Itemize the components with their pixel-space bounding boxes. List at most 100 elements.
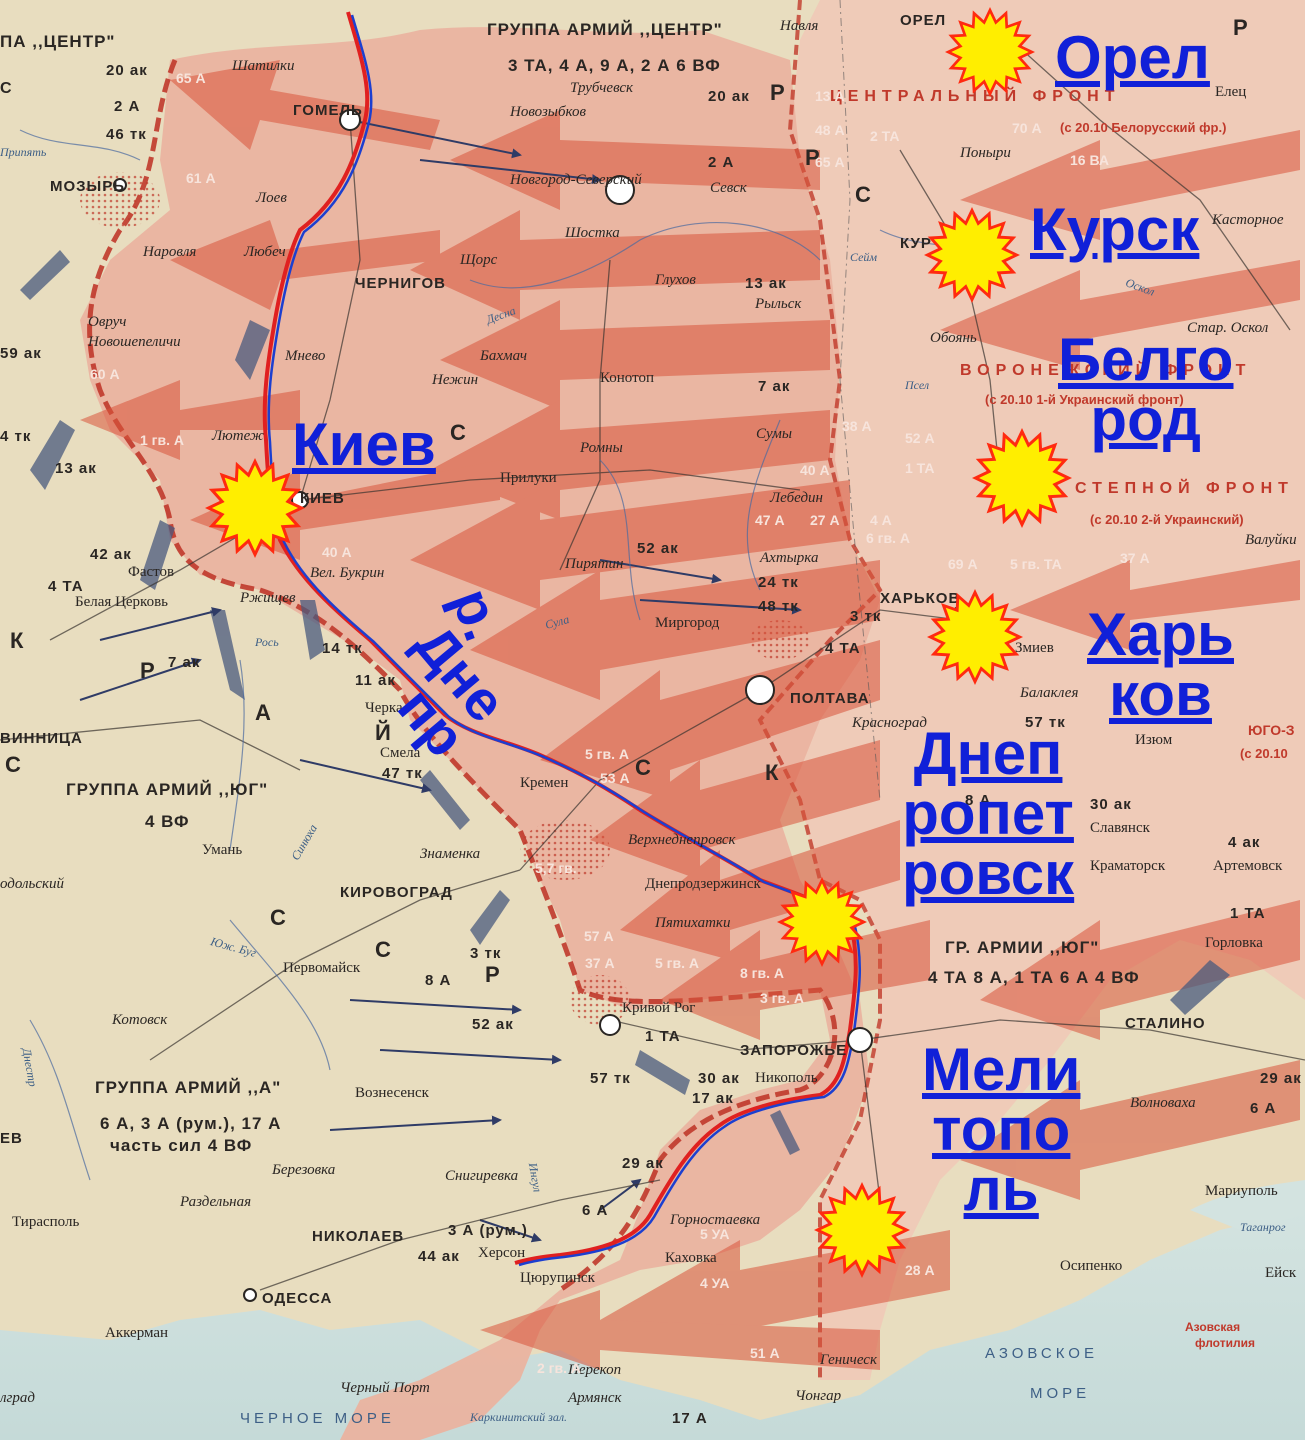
unit-label: 52 ак	[472, 1016, 514, 1033]
town: Кремен	[520, 775, 569, 791]
soviet-army-label: 57 А	[584, 928, 614, 944]
town: Пирятин	[565, 556, 624, 572]
soviet-army-label: 69 А	[948, 556, 978, 572]
soviet-army-label: 51 А	[750, 1345, 780, 1361]
soviet-army-label: 40 А	[800, 462, 830, 478]
group-a-armies-2: часть сил 4 ВФ	[110, 1136, 253, 1155]
front-letter: Р	[485, 962, 501, 987]
town: Миргород	[655, 615, 720, 631]
front-letter: С	[270, 905, 287, 930]
town: Конотоп	[600, 370, 654, 386]
soviet-army-label: 1 гв. А	[140, 432, 185, 448]
unit-label: 57 тк	[590, 1070, 631, 1087]
soviet-army-label: 65 А	[176, 70, 206, 86]
front-letter: К	[765, 760, 780, 785]
town: Прилуки	[500, 470, 557, 486]
steppe-front-label: СТЕПНОЙ ФРОНТ	[1075, 480, 1294, 497]
town: Фастов	[128, 564, 175, 580]
dnepropetrovsk-link-line-2: ропет	[902, 780, 1074, 847]
front-line-west	[87, 59, 838, 1293]
kiev-link[interactable]: Киев	[292, 415, 436, 475]
kharkov-link[interactable]: Харь ков	[1087, 605, 1234, 725]
unit-label: 46 тк	[106, 126, 147, 143]
melitopol-link-line-1: Мели	[922, 1036, 1081, 1103]
town: лград	[0, 1390, 35, 1406]
front-letter: Й	[375, 720, 392, 745]
town: Лоев	[256, 190, 287, 206]
river-label: Припять	[0, 145, 47, 159]
dnepropetrovsk-link-line-1: Днеп	[913, 720, 1063, 787]
town: Вознесенск	[355, 1085, 429, 1101]
soviet-army-label: 40 А	[322, 544, 352, 560]
dnepropetrovsk-link[interactable]: Днеп ропет ровск	[902, 724, 1074, 904]
kharkov-marker-core	[933, 595, 1017, 679]
soviet-army-label: 5,7 гв.	[535, 860, 577, 876]
soviet-army-label: 47 А	[755, 512, 785, 528]
town: одольский	[0, 876, 65, 892]
town: Овруч	[88, 314, 127, 330]
unit-label: 20 ак	[708, 88, 750, 105]
kursk-link[interactable]: Курск	[1030, 200, 1199, 260]
town: Ахтырка	[760, 550, 819, 566]
soviet-army-label: 61 А	[186, 170, 216, 186]
unit-label: 14 тк	[322, 640, 363, 657]
city-odessa: ОДЕССА	[262, 1290, 333, 1307]
town: Сумы	[756, 426, 793, 442]
city-kiev: КИЕВ	[300, 490, 345, 507]
group-center-left-label: ПА ,,ЦЕНТР"	[0, 32, 116, 51]
unit-label: 59 ак	[0, 345, 42, 362]
town: Раздельная	[180, 1194, 252, 1210]
town: Шостка	[565, 225, 620, 241]
town: Стар. Оскол	[1187, 320, 1269, 336]
city-kharkov: ХАРЬКОВ	[880, 590, 961, 607]
town: Глухов	[655, 272, 696, 288]
town: Трубчевск	[570, 80, 634, 96]
railway-lines	[0, 29, 1305, 1291]
gr-army-south-armies: 4 ТА 8 А, 1 ТА 6 А 4 ВФ	[928, 968, 1140, 987]
town: Обоянь	[930, 330, 977, 346]
town: Котовск	[112, 1012, 168, 1028]
azov-bay	[1190, 1180, 1305, 1230]
town: Черка	[365, 700, 403, 716]
town: Ейск	[1265, 1265, 1297, 1281]
black-sea-label: ЧЕРНОЕ МОРЕ	[240, 1410, 395, 1427]
city-stalino: СТАЛИНО	[1125, 1015, 1206, 1032]
town: Первомайск	[283, 960, 361, 976]
town: Знаменка	[420, 846, 481, 862]
town: Валуйки	[1245, 532, 1297, 548]
unit-label: 8 А	[965, 792, 992, 809]
group-south-vf: 4 ВФ	[145, 812, 190, 831]
unit-label: 29 ак	[1260, 1070, 1302, 1087]
town: Черный Порт	[340, 1380, 430, 1396]
town: Елец	[1215, 84, 1247, 100]
belgorod-link-line-1: Белго	[1058, 326, 1234, 393]
city-kirovograd: КИРОВОГРАД	[340, 884, 453, 901]
unit-label: 1 ТА	[1230, 905, 1266, 922]
front-letter: С	[635, 755, 652, 780]
unit-label: 3 А (рум.)	[448, 1222, 528, 1239]
voronezh-front-label: ВОРОНЕЖСКИЙ ФРОНТ	[960, 362, 1252, 379]
town: Каховка	[665, 1250, 717, 1266]
belgorod-link[interactable]: Белго род	[1058, 330, 1233, 450]
dotted-area	[80, 172, 160, 228]
unit-label: 42 ак	[90, 546, 132, 563]
orel-link[interactable]: Орел	[1055, 28, 1210, 88]
front-letter: Р	[770, 80, 786, 105]
unit-label: 7 ак	[168, 654, 201, 671]
town: Березовка	[272, 1162, 336, 1178]
town: Артемовск	[1213, 858, 1283, 874]
town: Мариуполь	[1205, 1183, 1278, 1199]
town: Осипенко	[1060, 1258, 1123, 1274]
soviet-army-label: 27 А	[810, 512, 840, 528]
unit-label: 17 ак	[692, 1090, 734, 1107]
melitopol-link[interactable]: Мели топо ль	[922, 1040, 1080, 1220]
unit-label: 29 ак	[622, 1155, 664, 1172]
soviet-army-label: 16 ВА	[1070, 152, 1109, 168]
town: Славянск	[1090, 820, 1150, 836]
dotted-area	[520, 820, 610, 880]
group-center-label: ГРУППА АРМИЙ ,,ЦЕНТР"	[487, 20, 723, 39]
town: Новозыбков	[510, 104, 586, 120]
unit-label: 4 ак	[1228, 834, 1261, 851]
